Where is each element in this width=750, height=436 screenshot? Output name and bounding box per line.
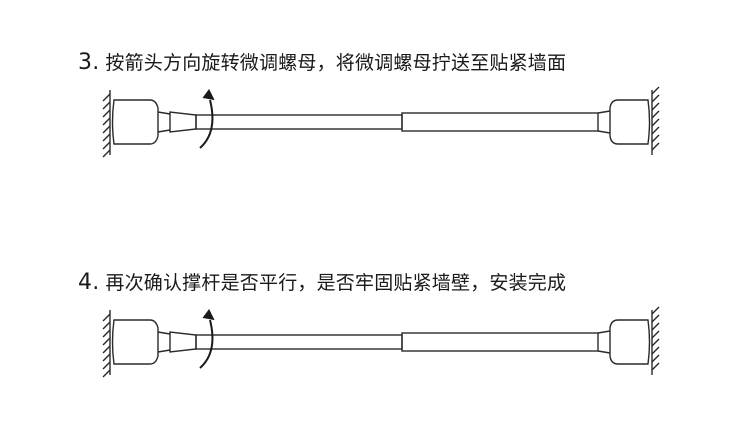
left-end-cap — [111, 319, 159, 365]
inner-tube — [195, 334, 403, 350]
left-wall — [102, 310, 111, 378]
right-end-cap — [609, 319, 651, 365]
step-number: 3. — [78, 50, 100, 75]
right-wall — [651, 306, 660, 375]
step-4: 4.再次确认撑杆是否平行，是否牢固贴紧墙壁，安装完成 — [0, 218, 750, 436]
rotate-arrow-icon — [199, 89, 215, 149]
right-wall — [651, 86, 660, 155]
step-caption: 3.按箭头方向旋转微调螺母，将微调螺母拧送至贴紧墙面 — [78, 50, 566, 76]
step-text: 再次确认撑杆是否平行，是否牢固贴紧墙壁，安装完成 — [105, 272, 567, 294]
rotate-arrow-icon — [199, 309, 215, 369]
left-end-cap — [111, 99, 159, 145]
adjuster-nut — [169, 331, 197, 353]
step-3: 3.按箭头方向旋转微调螺母，将微调螺母拧送至贴紧墙面 — [78, 50, 660, 158]
adjuster-nut — [169, 111, 197, 133]
step-number: 4. — [78, 270, 100, 295]
step-text: 按箭头方向旋转微调螺母，将微调螺母拧送至贴紧墙面 — [105, 52, 567, 74]
inner-tube — [195, 114, 403, 130]
outer-tube — [401, 332, 599, 352]
rod-diagram — [102, 306, 660, 378]
outer-tube — [401, 112, 599, 132]
right-end-cap — [609, 99, 651, 145]
step-caption: 4.再次确认撑杆是否平行，是否牢固贴紧墙壁，安装完成 — [78, 270, 566, 296]
left-wall — [102, 90, 111, 158]
rod-diagram — [102, 86, 660, 158]
